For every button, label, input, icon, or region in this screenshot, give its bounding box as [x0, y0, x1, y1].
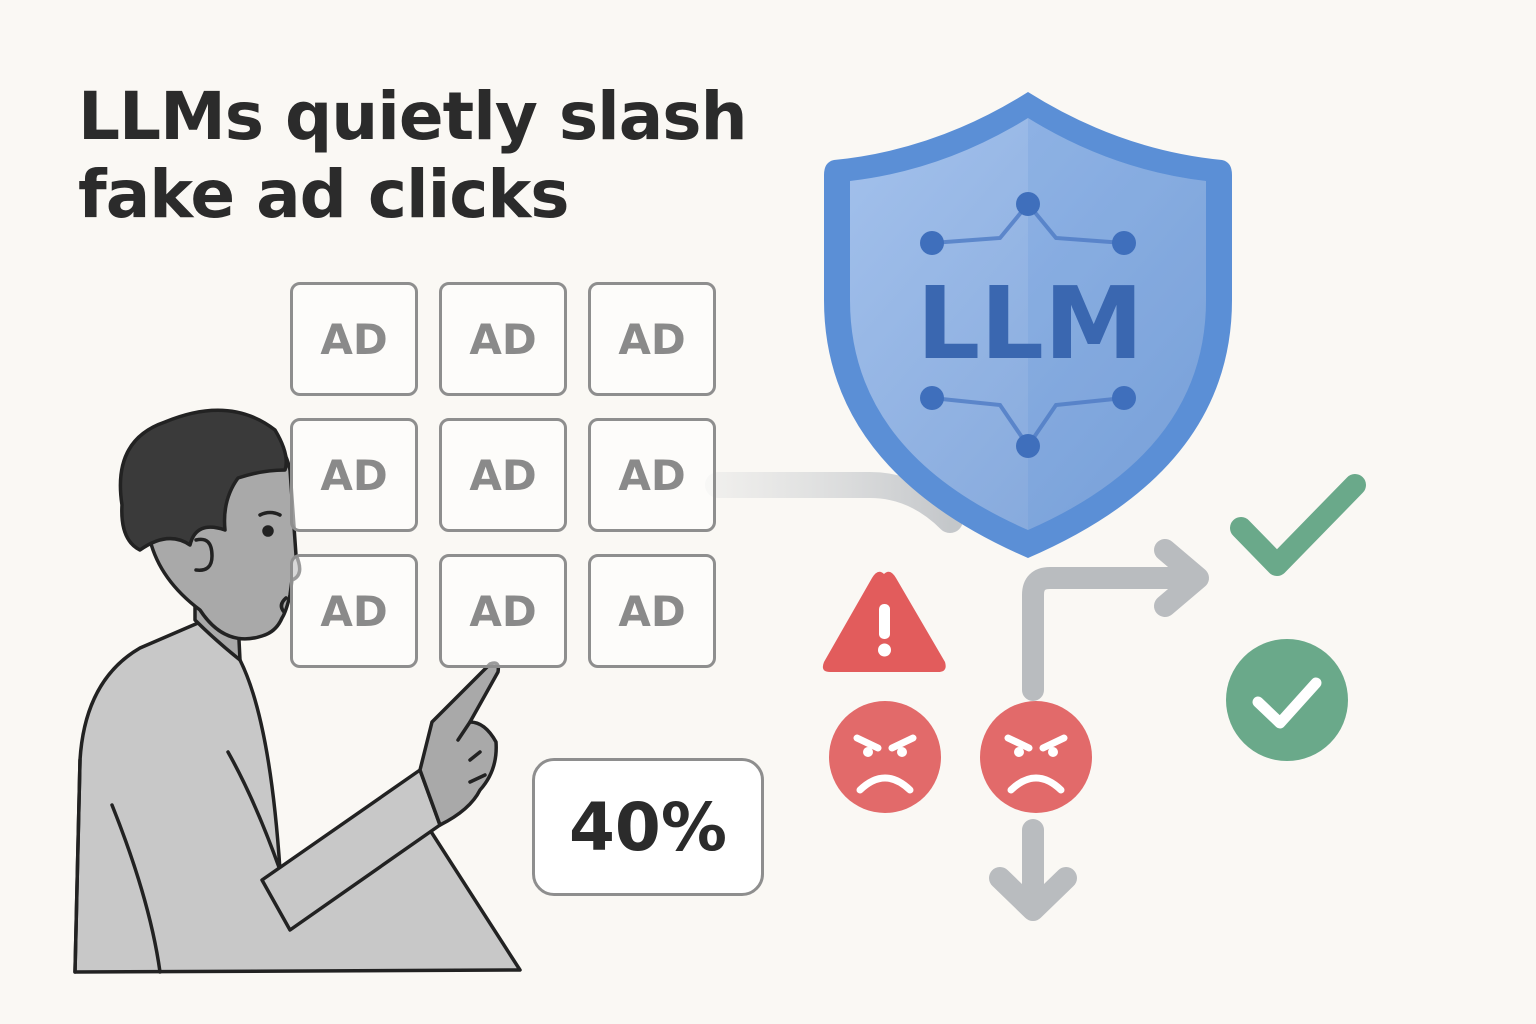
ad-tile: AD — [588, 554, 716, 668]
ad-tile: AD — [588, 282, 716, 396]
headline: LLMs quietly slash fake ad clicks — [78, 78, 748, 234]
ad-tile: AD — [290, 554, 418, 668]
flow-band — [705, 472, 963, 533]
ad-grid: AD AD AD AD AD AD AD AD AD — [290, 282, 716, 668]
check-circle-icon — [1226, 639, 1348, 761]
shield-icon — [824, 92, 1232, 558]
arrow-down-icon — [989, 867, 1077, 921]
ad-tile: AD — [290, 418, 418, 532]
headline-line-1: LLMs quietly slash — [78, 78, 748, 155]
angry-face-icon — [980, 701, 1092, 813]
arrow-right-icon — [1154, 539, 1209, 617]
ad-tile: AD — [439, 554, 567, 668]
headline-line-2: fake ad clicks — [78, 156, 570, 233]
person-pointing-illustration — [73, 408, 522, 974]
shield-label: LLM — [917, 265, 1144, 382]
stat-badge: 40% — [532, 758, 764, 896]
ad-tile: AD — [588, 418, 716, 532]
warning-icon — [822, 571, 946, 672]
ad-tile: AD — [439, 418, 567, 532]
routing-arrows — [989, 539, 1209, 921]
angry-face-icon — [829, 701, 941, 813]
ad-tile: AD — [439, 282, 567, 396]
check-mark-icon — [1230, 474, 1366, 576]
ad-tile: AD — [290, 282, 418, 396]
